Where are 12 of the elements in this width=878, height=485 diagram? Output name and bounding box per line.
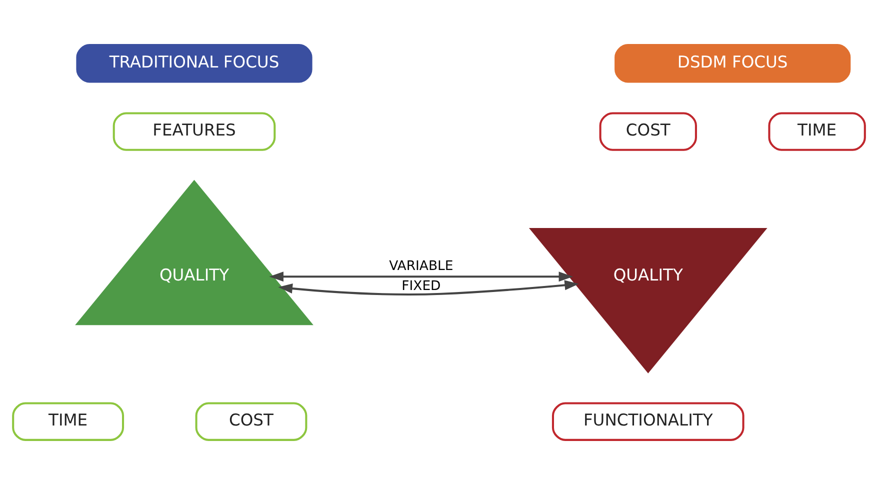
node-box: TRADITIONAL FOCUS — [76, 44, 312, 83]
arrow — [278, 280, 579, 296]
node-box: TIME — [12, 402, 124, 441]
node-box: FEATURES — [112, 112, 276, 151]
node-box: FUNCTIONALITY — [552, 402, 744, 441]
edge-label: FIXED — [402, 279, 441, 294]
node-box: DSDM FOCUS — [614, 44, 851, 83]
arrow — [269, 272, 574, 282]
node-box: COST — [195, 402, 308, 441]
edge-label: VARIABLE — [389, 258, 454, 274]
node-box: COST — [599, 112, 697, 151]
node-box: TIME — [768, 112, 866, 151]
